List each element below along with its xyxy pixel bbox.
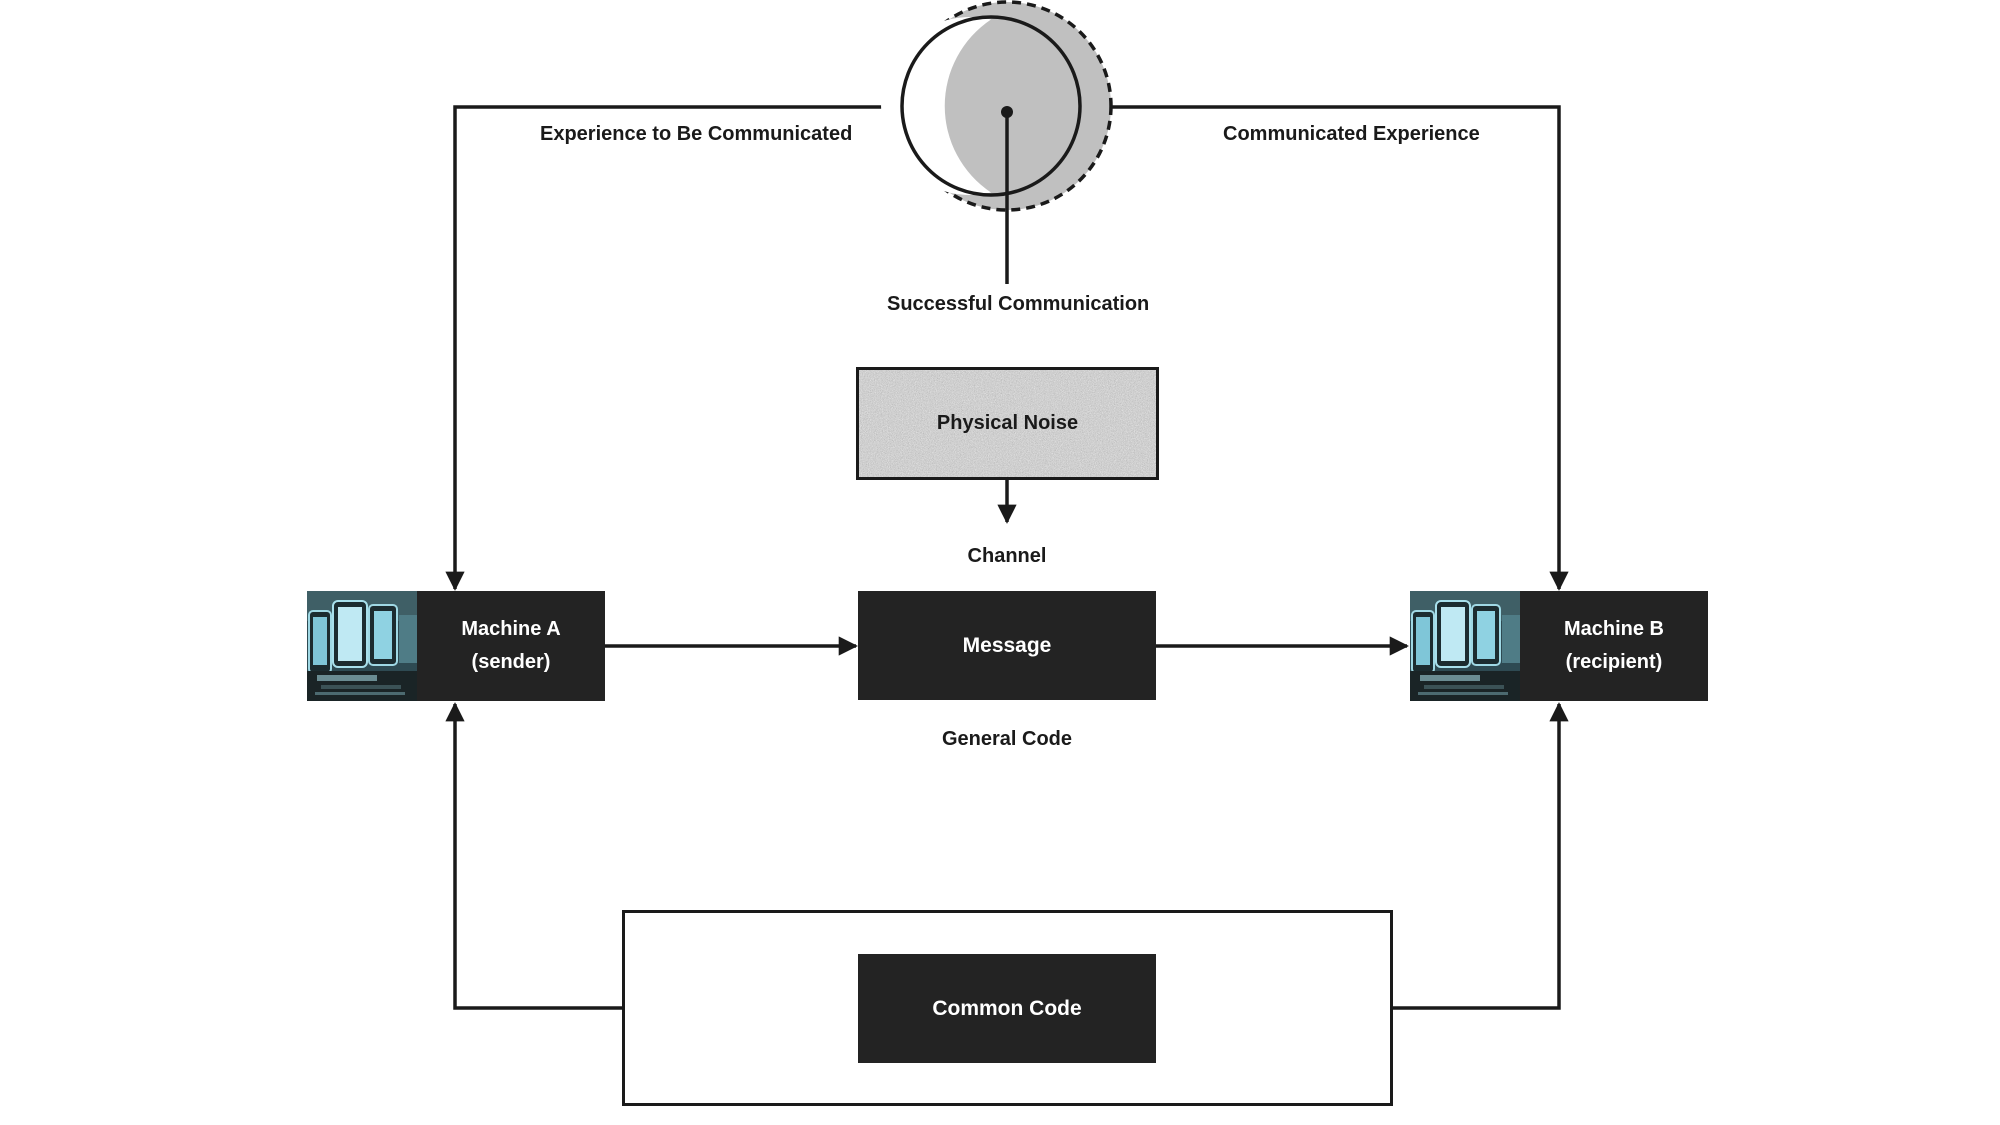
machine-b-caption: Machine B (recipient) (1520, 591, 1708, 701)
message-label: Message (962, 633, 1052, 657)
experience-to-be-communicated-label: Experience to Be Communicated (540, 123, 853, 145)
machine-a-caption: Machine A (sender) (417, 591, 605, 701)
channel-label: Channel (967, 545, 1047, 567)
experience-to-communicate-circle (881, 16, 991, 195)
general-code-label: General Code (941, 728, 1073, 750)
computer-monitors-icon (307, 591, 417, 701)
static-noise-texture (859, 370, 1156, 477)
machine-a-thumbnail (307, 591, 417, 701)
machine-b-name: Machine B (1563, 618, 1665, 640)
common-code-to-machine-b-arrow (1391, 702, 1569, 1010)
computer-monitors-icon (1410, 591, 1520, 701)
experience-to-machine-b-arrow (1111, 105, 1569, 591)
common-code-to-machine-a-arrow (445, 702, 623, 1010)
communicated-experience-label: Communicated Experience (1223, 123, 1480, 145)
physical-noise-box: Physical Noise (856, 367, 1159, 480)
machine-b-thumbnail (1410, 591, 1520, 701)
common-code-box: Common Code (858, 954, 1156, 1063)
experience-to-communicate-outline (900, 15, 1082, 197)
experience-to-machine-a-arrow (445, 105, 905, 591)
common-code-label: Common Code (932, 996, 1082, 1020)
machine-b-role: (recipient) (1565, 651, 1663, 673)
message-box: Message (858, 591, 1156, 700)
machine-a-name: Machine A (461, 618, 561, 640)
physical-noise-label: Physical Noise (936, 412, 1079, 434)
machine-a-node: Machine A (sender) (307, 591, 605, 701)
successful-communication-label: Successful Communication (887, 293, 1150, 315)
machine-b-node: Machine B (recipient) (1410, 591, 1708, 701)
machine-a-role: (sender) (471, 651, 551, 673)
